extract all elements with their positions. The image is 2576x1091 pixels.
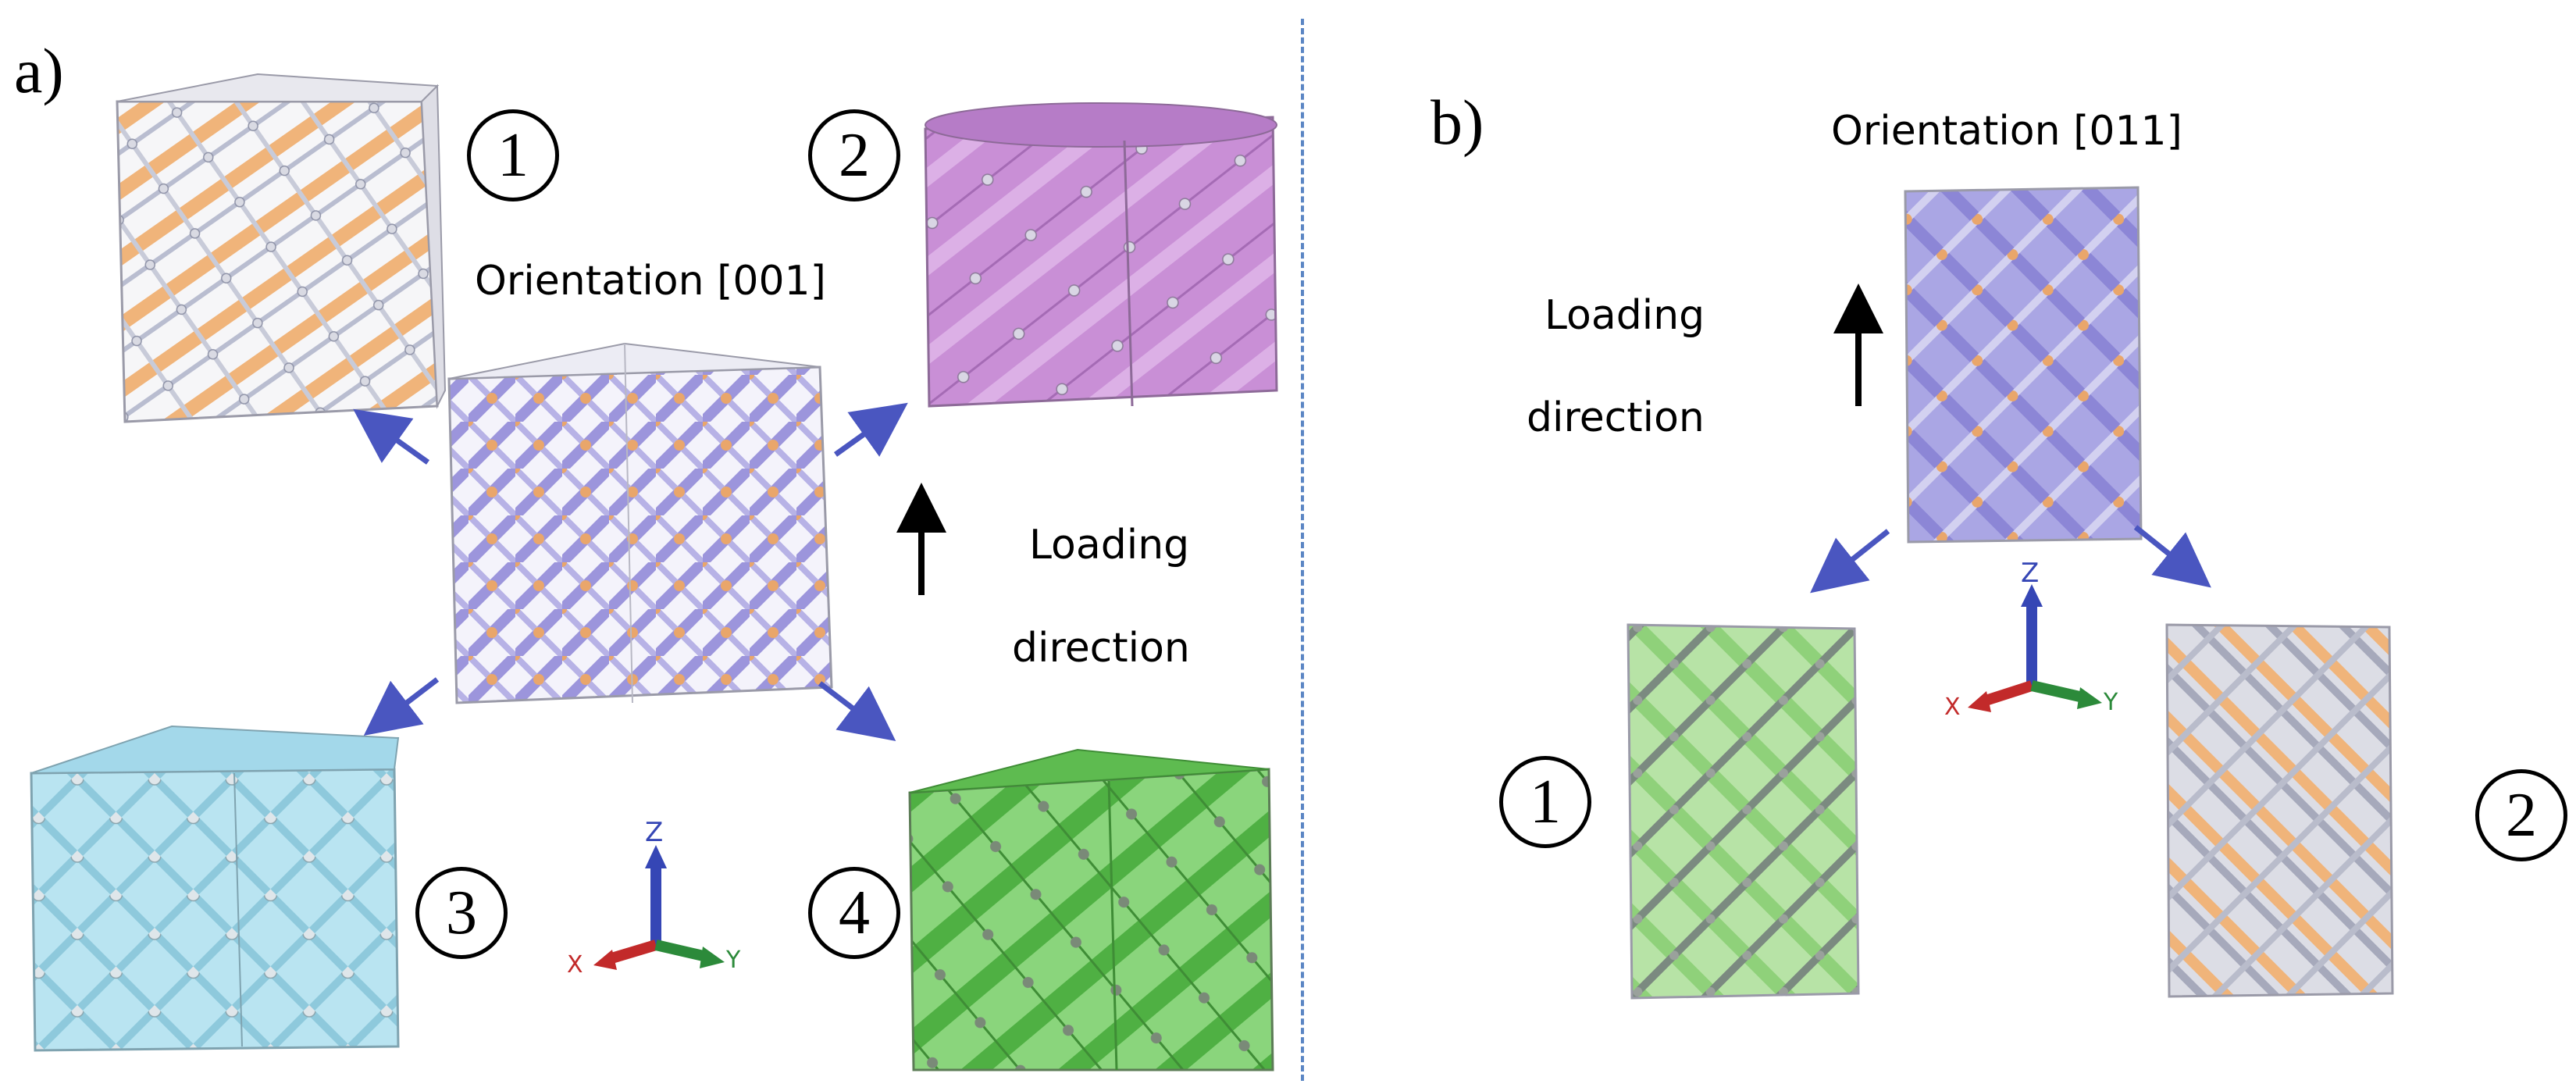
- block-b2: [2165, 623, 2394, 998]
- loading-arrow-b: [1833, 283, 1883, 406]
- loading-label-b-line1: Loading: [1545, 292, 1705, 339]
- cube-a3: [30, 725, 400, 1052]
- panel-b-label: b): [1431, 87, 1484, 158]
- panel-a-label: a): [14, 35, 64, 106]
- marker-a2: 2: [808, 109, 900, 201]
- axis-label-z-a: Z: [645, 817, 664, 848]
- loading-label-a-line1: Loading: [1029, 522, 1190, 569]
- loading-label-b-line2: direction: [1527, 394, 1705, 441]
- cube-a2: [924, 102, 1278, 408]
- orientation-label-a: Orientation [001]: [475, 258, 826, 305]
- marker-b1: 1: [1499, 756, 1591, 848]
- marker-a3: 3: [415, 867, 508, 959]
- orientation-label-b: Orientation [011]: [1831, 108, 2182, 155]
- marker-a4: 4: [808, 867, 900, 959]
- center-block-b: [1904, 186, 2143, 544]
- arrow-to-cube-a1: [353, 408, 430, 465]
- axis-label-x-a: X: [567, 951, 583, 979]
- loading-label-a-line2: direction: [1012, 625, 1190, 672]
- axis-label-y-b: Y: [2104, 689, 2118, 716]
- axis-label-y-a: Y: [726, 947, 741, 974]
- block-b1: [1626, 623, 1860, 1000]
- arrow-to-block-b1: [1810, 529, 1890, 594]
- arrow-to-block-b2: [2133, 525, 2211, 588]
- marker-b2: 2: [2475, 769, 2567, 861]
- panel-divider: [1301, 19, 1304, 1081]
- arrow-to-cube-a2: [833, 402, 908, 457]
- cube-a1: [116, 73, 447, 423]
- arrow-to-cube-a4: [818, 681, 896, 741]
- axes-triad-b: [1968, 584, 2102, 712]
- center-cube-a: [447, 342, 833, 704]
- cube-a4: [908, 748, 1274, 1071]
- marker-a1: 1: [467, 109, 559, 201]
- axis-label-z-b: Z: [2021, 558, 2040, 589]
- loading-arrow-a: [896, 483, 946, 595]
- arrow-to-cube-a3: [363, 677, 440, 736]
- axis-label-x-b: X: [1944, 693, 1961, 721]
- axes-triad-a: [593, 845, 725, 970]
